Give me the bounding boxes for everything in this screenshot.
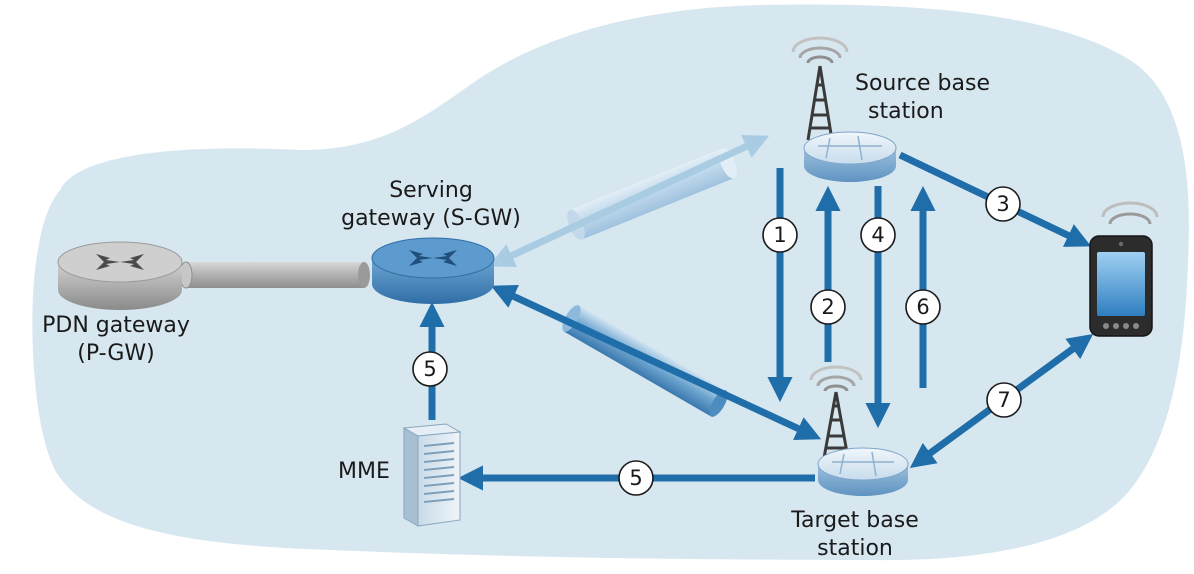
target-bs-label-line2: station [817,536,893,561]
sgw-label-line2: gateway (S-GW) [341,206,521,231]
target-bs-label-line1: Target base [790,508,919,533]
base-station-tower-icon [791,36,849,141]
source-base-station-router [803,131,897,182]
step-4-badge: 4 [860,217,896,253]
step-7-badge: 7 [986,382,1022,418]
svg-text:5: 5 [423,357,436,381]
pgw-label-line1: PDN gateway [42,313,190,338]
base-station-tower-icon [809,365,863,459]
source-bs-label-line1: Source base [855,71,990,96]
smartphone-icon [1089,201,1159,337]
step-3-badge: 3 [985,186,1021,222]
step-1-badge: 1 [762,217,798,253]
svg-text:4: 4 [871,223,884,247]
sgw-source-path-arrow [488,134,770,268]
svg-text:6: 6 [916,295,929,319]
sgw-label-line1: Serving [389,178,473,203]
svg-text:2: 2 [821,295,834,319]
svg-text:3: 3 [996,192,1009,216]
target-base-station-router [817,447,909,496]
step-2-badge: 2 [810,289,846,325]
pgw-label-line2: (P-GW) [77,341,155,366]
step-5-mme-badge: 5 [412,351,448,387]
pgw-sgw-tunnel [179,261,370,289]
svg-text:5: 5 [629,466,642,490]
step-6-badge: 6 [905,289,941,325]
gray-router-icon [57,241,183,310]
step-5-target-badge: 5 [618,460,654,496]
blue-router-icon [371,237,495,304]
sgw-target-path-arrow [490,284,822,441]
server-tower-icon [402,423,462,527]
mme-label: MME [338,459,390,484]
svg-text:7: 7 [997,388,1010,412]
source-bs-label-line2: station [868,99,944,124]
network-cloud [32,4,1189,561]
svg-text:1: 1 [773,223,786,247]
